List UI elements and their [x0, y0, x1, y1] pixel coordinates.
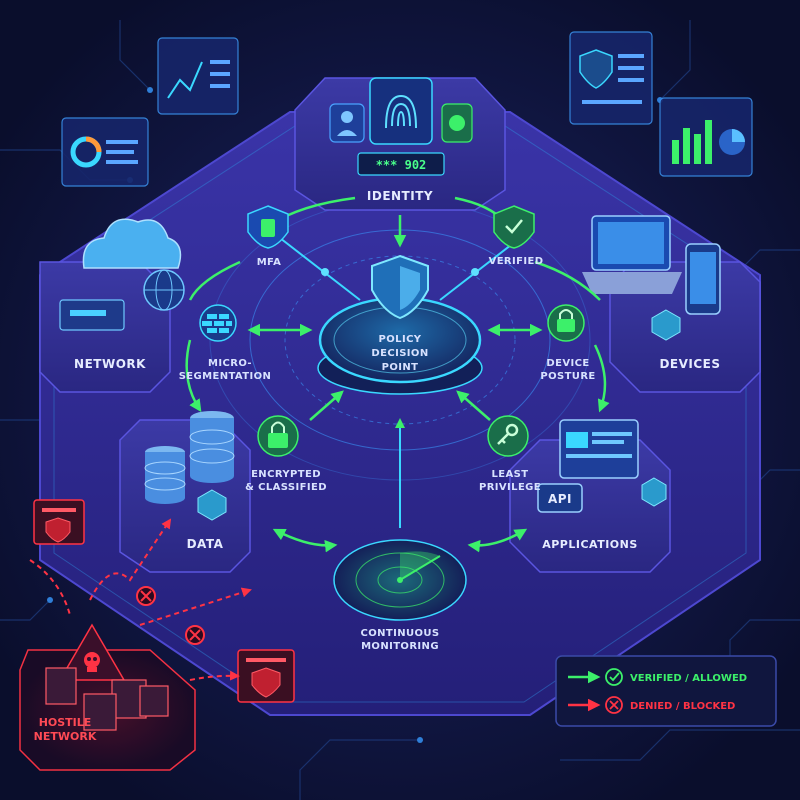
data-cube-icon: [197, 489, 227, 521]
least-privilege-label-1: LEAST: [492, 469, 529, 480]
hostile-network: HOSTILE NETWORK: [19, 623, 196, 771]
data-label: DATA: [187, 537, 224, 551]
pdp-line-2: DECISION: [371, 348, 428, 359]
hostile-label-2: NETWORK: [34, 730, 97, 743]
cube-icon: [651, 309, 681, 341]
encrypted-lock-icon: [268, 433, 288, 448]
applications-pod: API APPLICATIONS: [509, 419, 671, 573]
pdp-line-3: POINT: [382, 362, 419, 373]
monitoring-label-2: MONITORING: [361, 641, 439, 652]
micro-label-2: SEGMENTATION: [179, 371, 272, 382]
hostile-servers-icon: [45, 667, 169, 731]
api-label: API: [548, 492, 572, 506]
app-window-icon: [559, 419, 639, 479]
firewall-icon: [202, 314, 232, 333]
phone-lock-icon: [261, 219, 275, 237]
key-icon: [497, 423, 519, 445]
policy-spokes: [279, 237, 521, 528]
encrypted-label-2: & CLASSIFIED: [245, 482, 327, 493]
legend-allowed-label: VERIFIED / ALLOWED: [630, 673, 747, 684]
applications-label: APPLICATIONS: [542, 538, 638, 551]
mfa-label: MFA: [257, 257, 282, 268]
skull-icon: [84, 652, 100, 672]
verified-badge: VERIFIED: [489, 205, 544, 267]
allowed-connections: [185, 196, 610, 553]
red-shield-icon: [45, 517, 71, 543]
x-icon: [140, 590, 152, 602]
attack-panel-1: [33, 499, 85, 545]
least-privilege-badge: LEAST PRIVILEGE: [479, 415, 541, 493]
devices-label: DEVICES: [659, 357, 720, 371]
device-posture-badge: DEVICE POSTURE: [540, 304, 595, 382]
mfa-badge: MFA: [247, 205, 289, 268]
device-posture-label-1: DEVICE: [546, 358, 589, 369]
api-badge: [537, 483, 583, 513]
least-privilege-label-2: PRIVILEGE: [479, 482, 541, 493]
hostile-label-1: HOSTILE: [39, 716, 92, 729]
check-icon: [505, 219, 523, 234]
identity-pod: *** 902 IDENTITY: [294, 77, 506, 211]
dashboard-panel-right-2: [659, 97, 753, 177]
spoke-nodes: [321, 268, 479, 276]
pin-display: [357, 152, 445, 176]
encrypted-label-1: ENCRYPTED: [251, 469, 321, 480]
padlock-icon: [557, 319, 575, 332]
legend: VERIFIED / ALLOWED DENIED / BLOCKED: [555, 655, 777, 727]
legend-denied-label: DENIED / BLOCKED: [630, 701, 735, 712]
network-pod: NETWORK: [39, 218, 185, 393]
identity-label: IDENTITY: [367, 189, 433, 203]
pdp-line-1: POLICY: [379, 334, 422, 345]
attack-panel-2: [237, 649, 295, 703]
denied-paths: [29, 518, 252, 681]
x-icon-2: [189, 629, 201, 641]
legend-check-icon: [609, 672, 620, 682]
blocked-marker-2: [185, 625, 205, 645]
encrypted-badge: ENCRYPTED & CLASSIFIED: [245, 415, 327, 493]
pin-display-text: *** 902: [376, 158, 427, 172]
red-shield-icon-2: [251, 667, 281, 698]
devices-pod: DEVICES: [582, 215, 761, 393]
database-icon: [144, 411, 235, 504]
device-posture-label-2: POSTURE: [540, 371, 595, 382]
dashboard-panel-right-1: [569, 31, 653, 125]
dashboard-panel-left-2: [157, 37, 239, 115]
verified-label: VERIFIED: [489, 256, 544, 267]
legend-x-icon: [609, 700, 619, 710]
cloud-icon: [82, 218, 182, 269]
policy-decision-point: POLICY DECISION POINT: [317, 254, 483, 395]
continuous-monitoring: CONTINUOUS MONITORING: [333, 539, 467, 652]
data-pod: DATA: [119, 411, 251, 573]
radar-sweep-icon: [399, 555, 441, 581]
monitoring-label-1: CONTINUOUS: [360, 628, 439, 639]
blocked-marker-1: [136, 586, 156, 606]
micro-label-1: MICRO-: [208, 358, 252, 369]
micro-segmentation-badge: MICRO- SEGMENTATION: [179, 304, 272, 382]
legend-denied: DENIED / BLOCKED: [568, 696, 735, 714]
dashboard-panel-left-1: [61, 117, 149, 187]
legend-allowed: VERIFIED / ALLOWED: [568, 668, 747, 686]
network-label: NETWORK: [74, 357, 146, 371]
app-cube-icon: [641, 477, 667, 507]
